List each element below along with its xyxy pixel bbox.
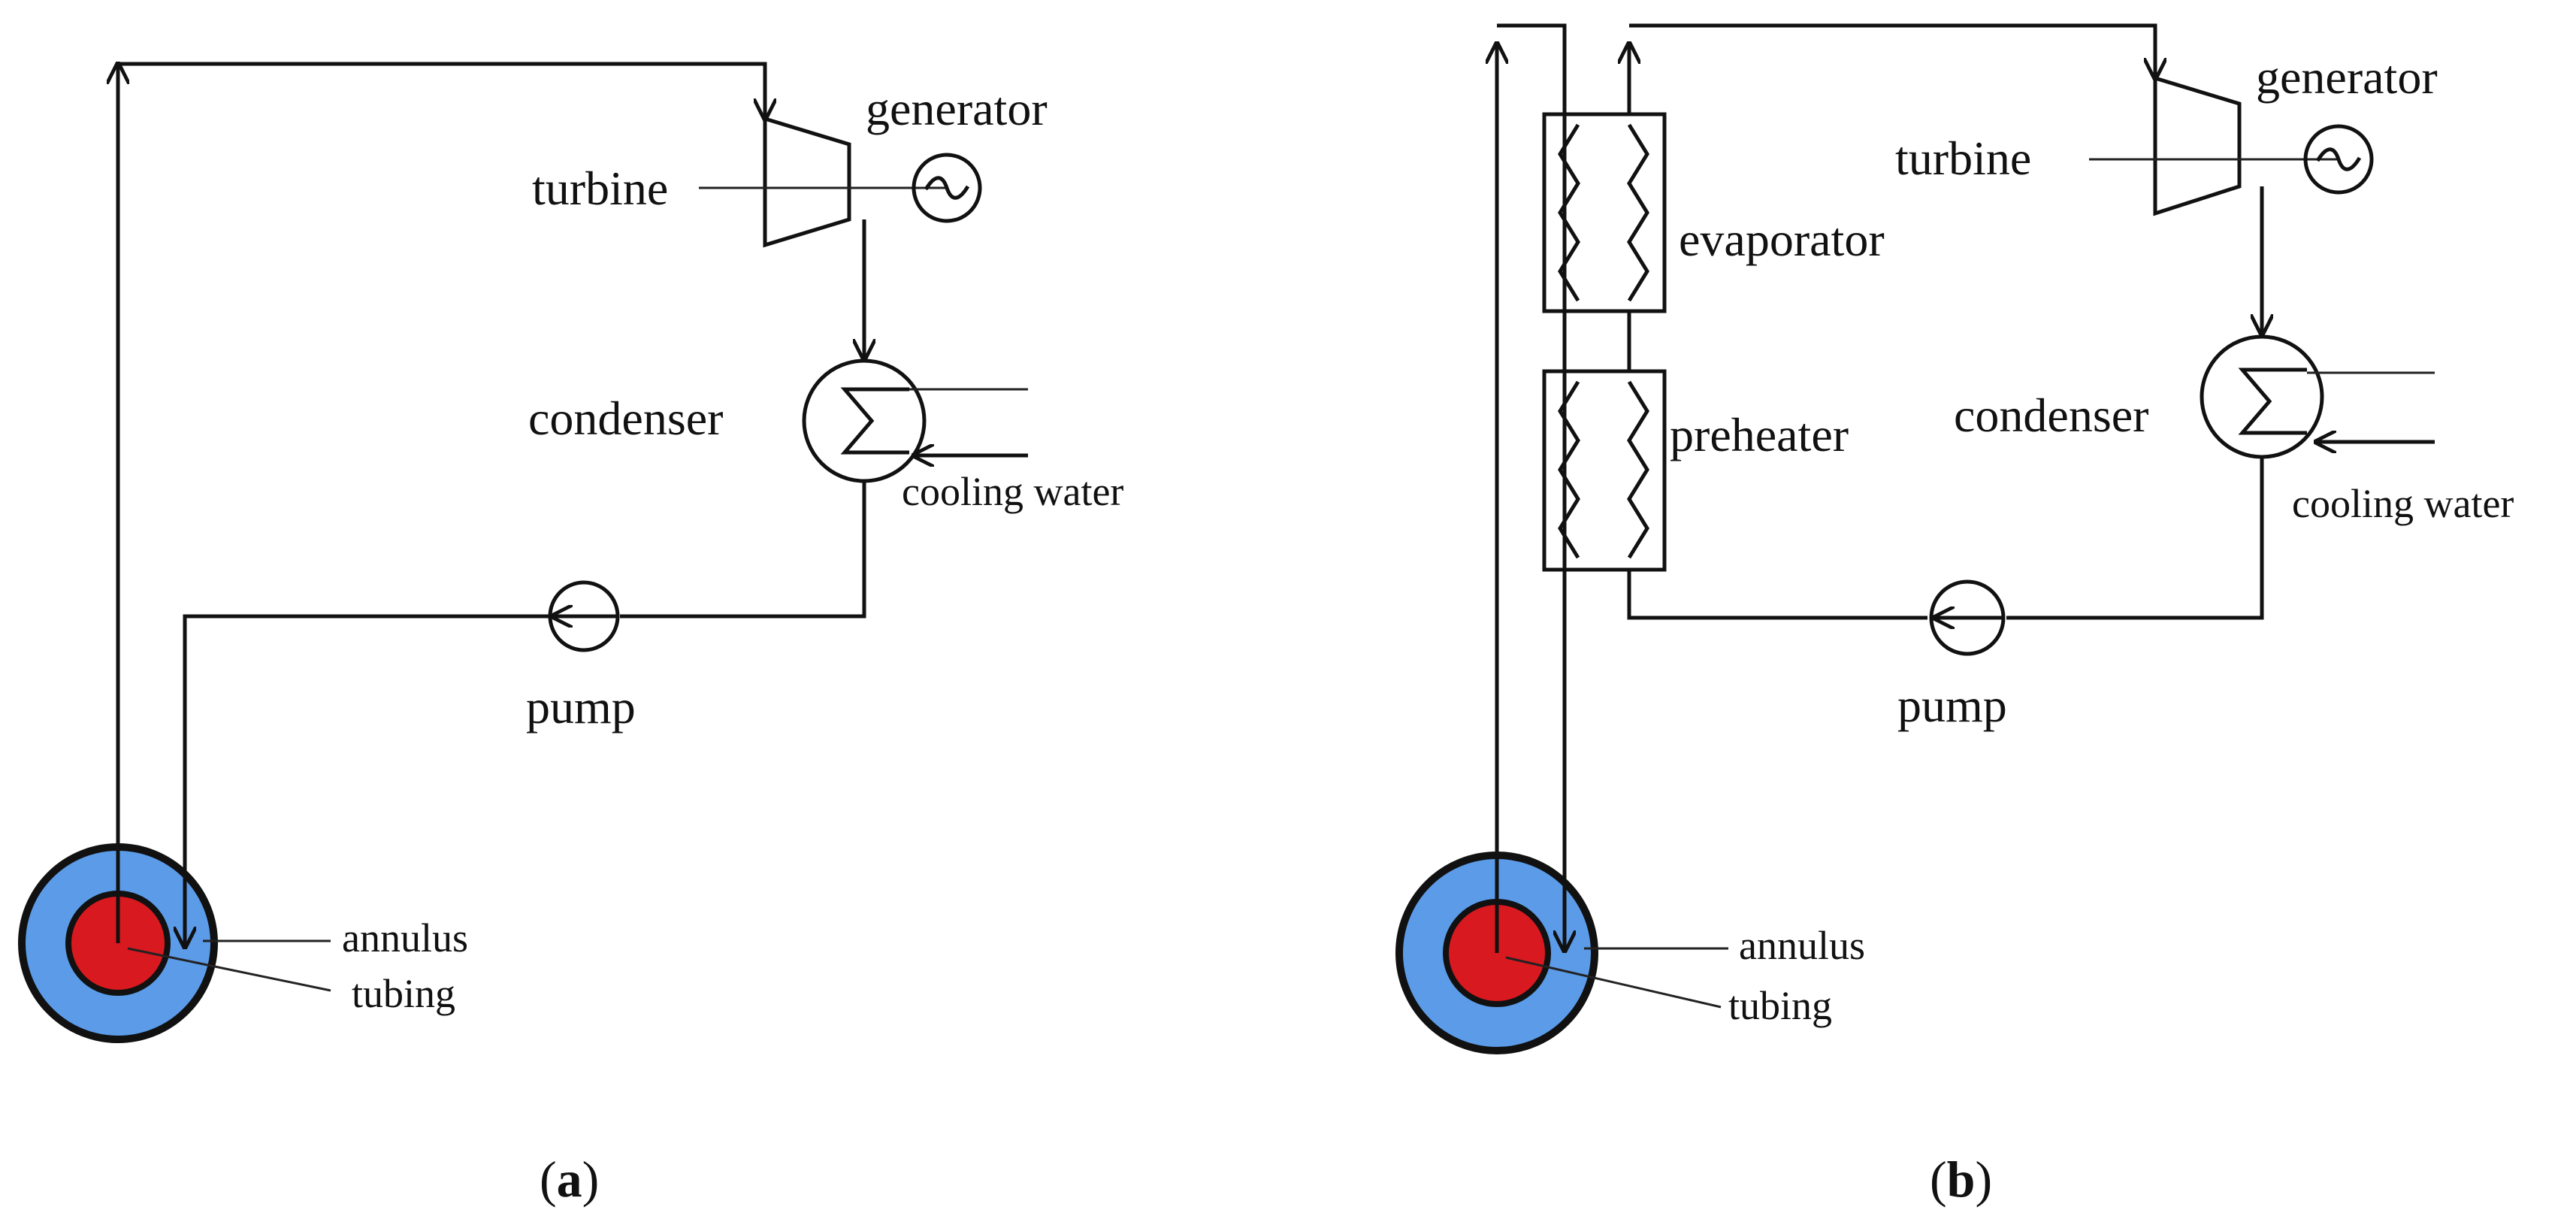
annulus-label-a: annulus (342, 915, 468, 960)
pump-b (1929, 579, 2006, 656)
pump-label-b: pump (1897, 679, 2007, 732)
geofluid-down-line-b (1497, 23, 1565, 951)
pump-label-a: pump (526, 680, 636, 734)
condenser-outlet-line-a (620, 481, 866, 619)
zigzag-icon (1627, 123, 1649, 302)
zigzag-icon (1558, 380, 1580, 559)
generator-b (2303, 124, 2374, 195)
tubing-leader-b (1505, 956, 1722, 1009)
cooling-water-label-b: cooling water (2292, 481, 2514, 526)
zigzag-icon (1558, 123, 1580, 302)
evaporator-b (1542, 112, 1667, 313)
injection-line-a (185, 614, 550, 947)
turbine-inlet-line-a (118, 62, 765, 119)
condenser-label-a: condenser (528, 392, 723, 445)
condenser-coil-icon (2238, 368, 2307, 435)
panel-a: turbine generator condenser cooling wate… (18, 62, 1123, 1208)
condenser-coil-icon (840, 387, 909, 455)
turbine-label-a: turbine (532, 162, 668, 215)
condenser-label-b: condenser (1954, 389, 2148, 442)
tubing-label-a: tubing (352, 971, 455, 1016)
zigzag-icon (1627, 380, 1649, 559)
tubing-label-b: tubing (1728, 983, 1832, 1028)
turbine-inlet-line-b (1629, 23, 2155, 78)
generator-label-b: generator (2256, 50, 2438, 104)
sine-wave-icon (924, 176, 970, 200)
condenser-b (2200, 334, 2324, 459)
condenser-a (802, 358, 927, 483)
turbine-a (763, 116, 851, 248)
cooling-water-label-a: cooling water (902, 469, 1123, 514)
preheater-b (1542, 369, 1667, 572)
caption-b: (b) (1930, 1151, 1992, 1208)
preheater-label-b: preheater (1670, 408, 1849, 461)
condenser-outlet-line-b (2006, 457, 2264, 620)
caption-a: (a) (540, 1151, 599, 1208)
panel-b: evaporator preheater turbine generator c… (1395, 23, 2514, 1208)
pump-to-preheater-line-b (1627, 570, 1927, 620)
generator-a (912, 153, 982, 223)
turbine-b (2153, 75, 2242, 216)
turbine-label-b: turbine (1895, 132, 2031, 185)
sine-wave-icon (2315, 147, 2362, 171)
annulus-label-b: annulus (1739, 923, 1865, 968)
evaporator-label-b: evaporator (1679, 213, 1885, 266)
tubing-leader-a (127, 947, 331, 992)
generator-label-a: generator (866, 82, 1048, 135)
